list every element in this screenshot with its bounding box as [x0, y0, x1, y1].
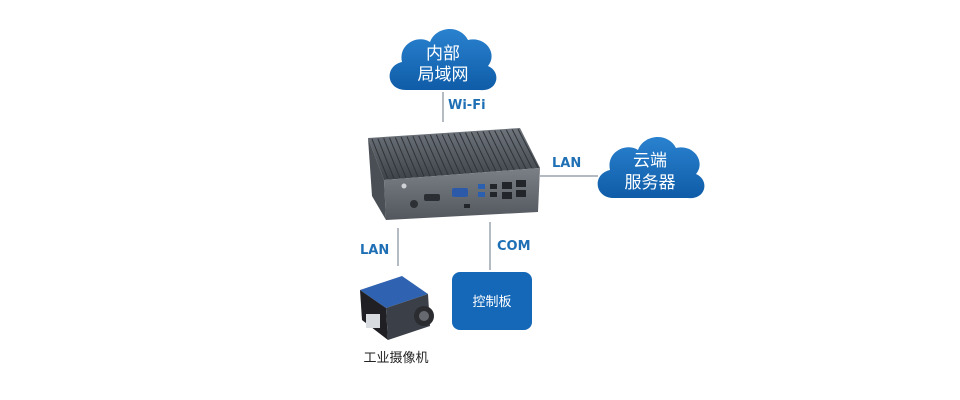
- lan-port-icon: [516, 180, 526, 187]
- heatsink-fin: [476, 131, 497, 172]
- intranet-cloud: 内部 局域网: [389, 28, 497, 91]
- heatsink-fin: [424, 135, 443, 176]
- heatsink-fins: [371, 128, 539, 180]
- heatsink-fin: [517, 128, 539, 169]
- camera-body-top: [360, 276, 428, 308]
- vga-port-icon: [452, 188, 468, 197]
- heatsink-fin: [371, 138, 389, 180]
- control-board-box: [452, 272, 532, 330]
- heatsink-fin: [500, 129, 521, 170]
- lan-cloud-label: LAN: [552, 156, 581, 171]
- heatsink-fin: [435, 134, 455, 175]
- intranet-label-line1: 内部: [426, 44, 460, 64]
- lan-port-icon: [502, 192, 512, 199]
- cloud-server-label-line2: 服务器: [625, 173, 676, 193]
- heatsink-fin: [441, 133, 461, 174]
- heatsink-fin: [488, 130, 509, 171]
- heatsink-fin: [412, 136, 431, 177]
- heatsink-top: [368, 128, 540, 180]
- heatsink-fin: [494, 130, 515, 170]
- camera-label-strip: [366, 314, 380, 328]
- intranet-label-line2: 局域网: [418, 65, 469, 85]
- heatsink-fin: [377, 138, 395, 179]
- control-board-label: 控制板: [472, 295, 511, 310]
- camera-body-front: [386, 294, 430, 340]
- control-board: 控制板: [452, 272, 532, 330]
- lan-camera-label: LAN: [360, 243, 389, 258]
- com-port-icon: [424, 194, 440, 201]
- cloud-server-label-line1: 云端: [633, 151, 667, 171]
- heatsink-fin: [464, 132, 485, 173]
- heatsink-fin: [453, 133, 473, 174]
- cloud-server-cloud: 云端 服务器: [597, 136, 705, 199]
- heatsink-fin: [389, 137, 407, 178]
- usb-port-icon: [478, 192, 485, 197]
- mini-pc-device: [368, 128, 540, 220]
- usb-port-icon: [490, 184, 497, 189]
- heatsink-fin: [429, 134, 449, 175]
- heatsink-fin: [470, 131, 491, 172]
- power-led-icon: [401, 183, 407, 189]
- camera-label: 工业摄像机: [363, 351, 428, 366]
- audio-port-icon: [464, 204, 470, 208]
- heatsink-fin: [447, 133, 467, 174]
- heatsink-fin: [406, 136, 425, 177]
- lan-port-icon: [516, 190, 526, 197]
- heatsink-fin: [394, 137, 413, 178]
- industrial-camera: 工业摄像机: [360, 276, 434, 366]
- heatsink-fin: [400, 136, 419, 177]
- com-label: COM: [497, 239, 531, 254]
- cloud-icon: [597, 136, 705, 199]
- heatsink-fin: [482, 131, 503, 171]
- usb-port-icon: [478, 184, 485, 189]
- mini-pc-side: [368, 138, 386, 220]
- camera-lens-inner: [419, 311, 429, 321]
- heatsink-fin: [418, 135, 437, 176]
- usb-port-icon: [490, 192, 497, 197]
- heatsink-fin: [511, 129, 533, 169]
- lan-port-icon: [502, 182, 512, 189]
- cloud-icon: [389, 28, 497, 91]
- power-button-icon: [410, 200, 418, 208]
- heatsink-fin: [383, 138, 401, 179]
- heatsink-fin: [505, 129, 527, 170]
- heatsink-fin: [459, 132, 479, 173]
- wifi-label: Wi-Fi: [448, 98, 486, 113]
